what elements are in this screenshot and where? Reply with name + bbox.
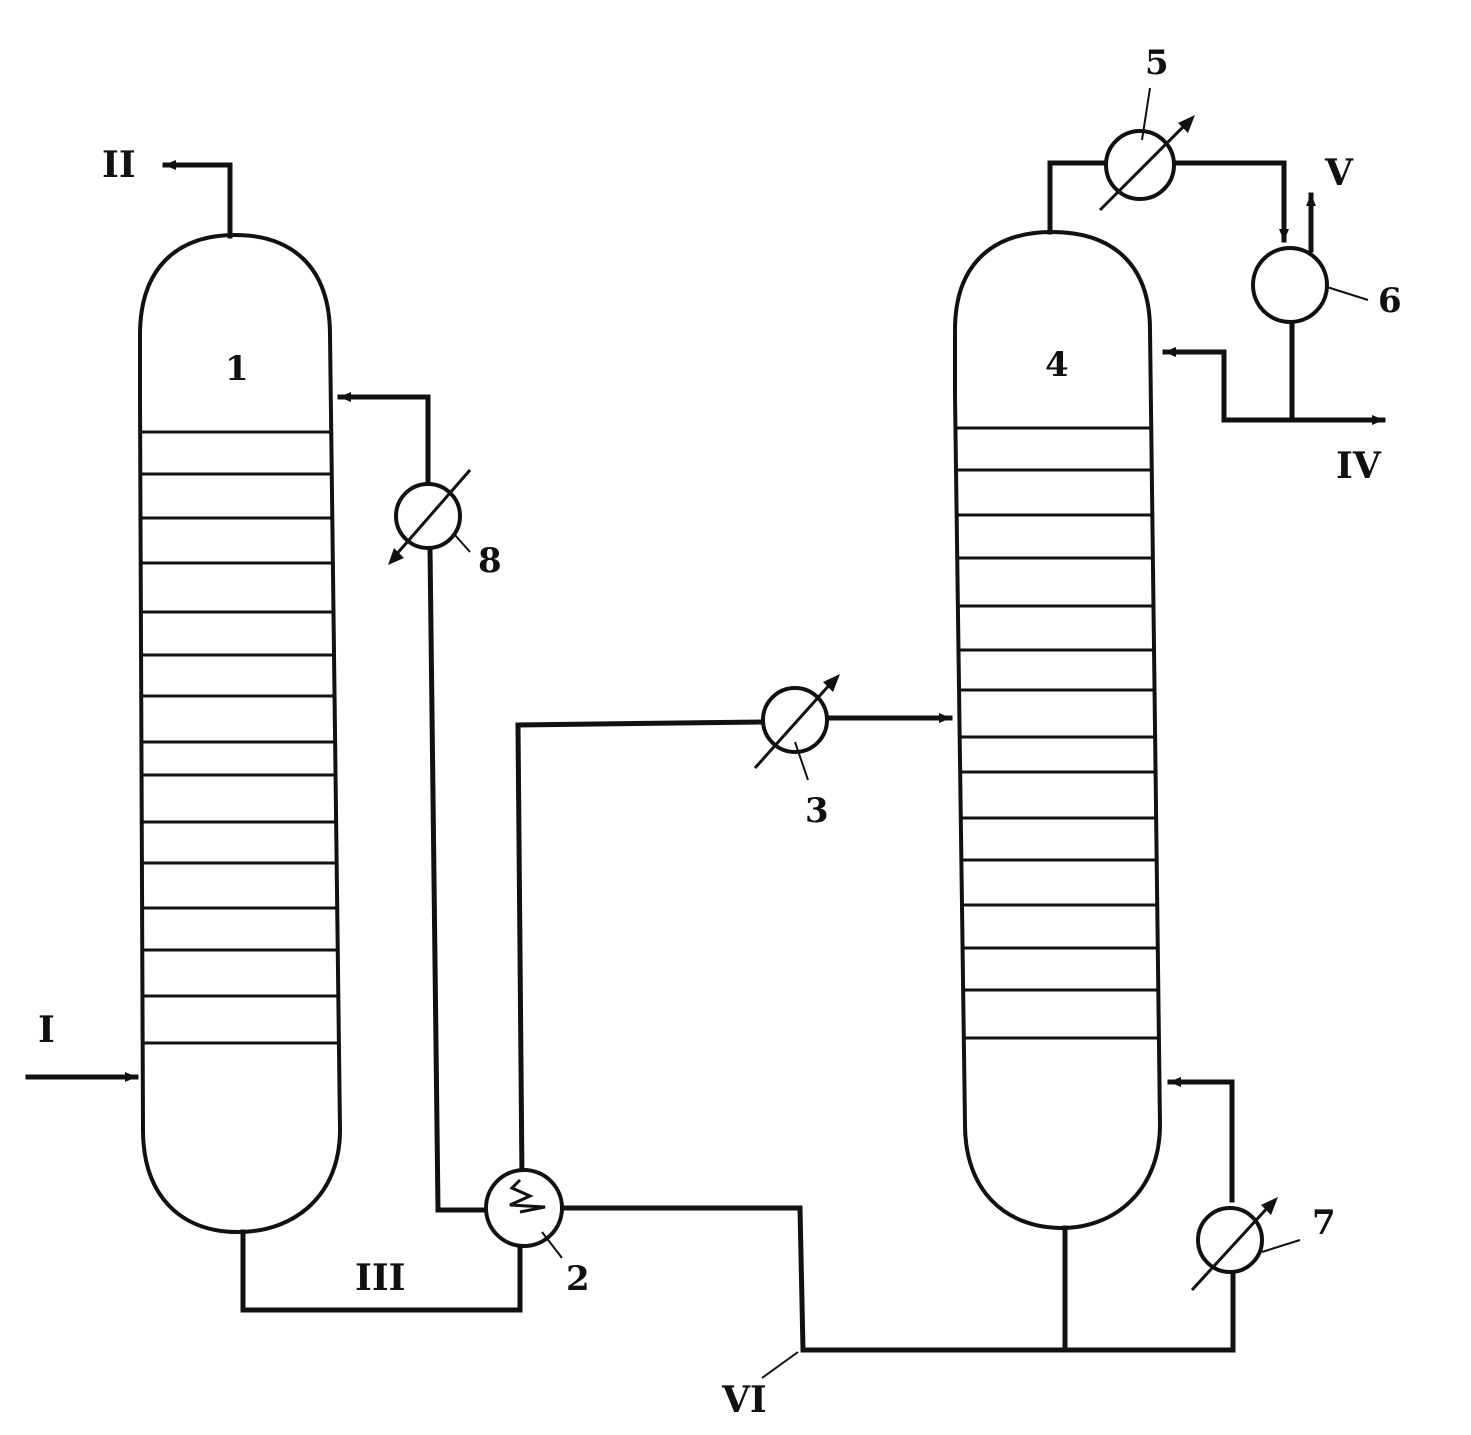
equipment-number-7: 7 — [1312, 1203, 1336, 1243]
equipment-number-6: 6 — [1378, 281, 1402, 321]
heater-3 — [753, 674, 840, 770]
column-4 — [953, 229, 1163, 1231]
condenser-5 — [1098, 115, 1195, 212]
reboiler-7 — [1190, 1197, 1278, 1292]
stream-label-II: II — [102, 144, 136, 186]
equipment-number-2: 2 — [566, 1259, 590, 1299]
equipment-number-4: 4 — [1045, 345, 1069, 385]
stream-label-V: V — [1324, 152, 1354, 194]
pipe-reboiler-7-return — [1167, 1077, 1235, 1203]
stream-label-III: III — [355, 1257, 406, 1299]
pipe-overhead-4 — [1047, 160, 1289, 243]
equipment-number-5: 5 — [1145, 43, 1169, 83]
pipe-recycle-via-heater-8 — [337, 392, 488, 1213]
pipe-drum-outlet — [1162, 315, 1386, 425]
exchanger-2 — [484, 1168, 564, 1248]
column-1-trays — [140, 430, 338, 1045]
heater-8 — [388, 469, 472, 565]
drum-6 — [1251, 246, 1329, 324]
column-4-trays — [957, 426, 1159, 1040]
stream-label-I: I — [38, 1009, 55, 1051]
stream-label-IV: IV — [1336, 445, 1382, 487]
pipe-overhead-1 — [162, 160, 233, 239]
stream-label-VI: VI — [721, 1379, 767, 1421]
equipment-number-1: 1 — [225, 349, 249, 389]
pipe-exchanger-2-to-line-6 — [559, 1205, 1236, 1353]
pipe-bottoms-1 — [240, 1192, 523, 1313]
pipe-exchanger-2-to-heater-3 — [515, 713, 953, 1218]
column-1 — [138, 232, 343, 1235]
leader-lines — [454, 87, 1369, 1379]
equipment-number-3: 3 — [805, 791, 829, 831]
equipment-number-8: 8 — [478, 541, 502, 581]
